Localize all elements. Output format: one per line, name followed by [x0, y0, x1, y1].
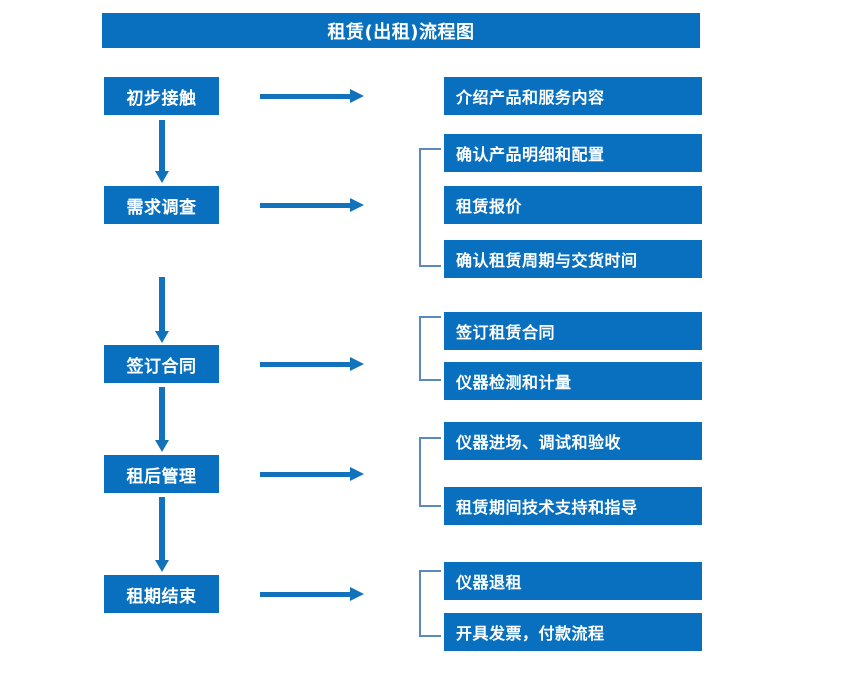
stage-box-5[interactable]: 租期结束: [104, 575, 219, 613]
group-bracket-contract: [419, 316, 441, 381]
group-bracket-rental-end: [419, 570, 441, 637]
flow-arrow-down-4: [155, 497, 169, 572]
stage-box-3[interactable]: 签订合同: [104, 345, 219, 383]
detail-box-6[interactable]: 仪器检测和计量: [444, 362, 702, 400]
detail-box-3[interactable]: 租赁报价: [444, 186, 702, 224]
arrow-head: [155, 331, 169, 343]
arrow-shaft: [159, 277, 165, 331]
detail-arrow-right-4: [260, 467, 365, 481]
arrow-head: [350, 198, 364, 212]
stage-box-1[interactable]: 初步接触: [104, 77, 219, 115]
detail-box-9[interactable]: 仪器退租: [444, 562, 702, 600]
arrow-shaft: [260, 472, 352, 477]
detail-box-1[interactable]: 介绍产品和服务内容: [444, 77, 702, 115]
group-bracket-post-rental: [419, 437, 441, 507]
arrow-shaft: [260, 362, 352, 367]
detail-arrow-right-2: [260, 198, 365, 212]
arrow-shaft: [159, 120, 165, 171]
arrow-head: [350, 89, 364, 103]
page-title: 租赁(出租)流程图: [102, 13, 700, 48]
arrow-shaft: [159, 387, 165, 440]
detail-box-4[interactable]: 确认租赁周期与交货时间: [444, 240, 702, 278]
detail-arrow-right-3: [260, 357, 365, 371]
arrow-head: [350, 467, 364, 481]
arrow-head: [350, 357, 364, 371]
detail-arrow-right-1: [260, 89, 365, 103]
arrow-shaft: [159, 497, 165, 560]
detail-box-8[interactable]: 租赁期间技术支持和指导: [444, 487, 702, 525]
arrow-shaft: [260, 203, 352, 208]
arrow-shaft: [260, 94, 352, 99]
detail-box-5[interactable]: 签订租赁合同: [444, 312, 702, 350]
arrow-head: [350, 587, 364, 601]
group-bracket-requirements: [419, 148, 441, 267]
stage-box-2[interactable]: 需求调查: [104, 186, 219, 224]
detail-box-7[interactable]: 仪器进场、调试和验收: [444, 422, 702, 460]
detail-box-10[interactable]: 开具发票，付款流程: [444, 613, 702, 651]
arrow-shaft: [260, 592, 352, 597]
arrow-head: [155, 440, 169, 452]
flow-arrow-down-3: [155, 387, 169, 452]
flow-arrow-down-1: [155, 120, 169, 183]
stage-box-4[interactable]: 租后管理: [104, 455, 219, 493]
arrow-head: [155, 560, 169, 572]
flow-arrow-down-2: [155, 277, 169, 343]
detail-box-2[interactable]: 确认产品明细和配置: [444, 134, 702, 172]
detail-arrow-right-5: [260, 587, 365, 601]
arrow-head: [155, 171, 169, 183]
